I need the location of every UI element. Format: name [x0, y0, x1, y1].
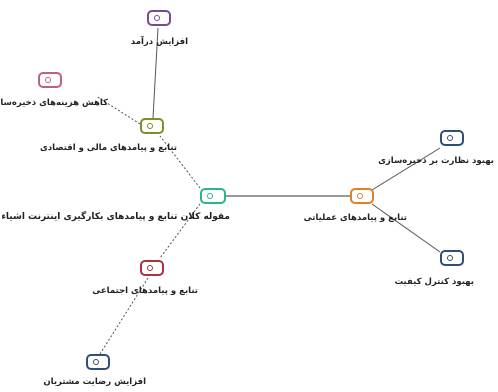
node-social-label: تنابع و پیامدهای اجتماعی [92, 286, 198, 296]
node-quality-dot [447, 255, 453, 261]
node-revenue-label: افزایش درآمد [130, 37, 188, 47]
node-ops-label: تنابع و پیامدهای عملیاتی [303, 213, 407, 223]
edge-central-social [159, 203, 201, 259]
node-social[interactable] [140, 260, 164, 276]
node-monitor-dot [447, 135, 453, 141]
node-quality[interactable] [440, 250, 464, 266]
node-storage-label: کاهش هزینه‌های ذخیره‌سازی [0, 98, 108, 108]
node-ops[interactable] [350, 188, 374, 204]
node-storage[interactable] [38, 72, 62, 88]
node-central[interactable] [200, 188, 226, 204]
node-econ-dot [147, 123, 153, 129]
node-monitor-label: بهبود نظارت بر ذخیره‌سازی [378, 156, 494, 166]
edge-ops-quality [371, 203, 441, 253]
node-econ-label: تنابع و پیامدهای مالی و اقتصادی [39, 143, 177, 153]
node-ops-dot [357, 193, 363, 199]
node-revenue[interactable] [147, 10, 171, 26]
edge-econ-revenue [152, 27, 159, 119]
node-customer-label: افزایش رضایت مشتریان [43, 377, 146, 387]
node-monitor[interactable] [440, 130, 464, 146]
node-storage-dot [45, 77, 51, 83]
node-social-dot [147, 265, 153, 271]
node-central-label: مقوله کلان تنابع و پیامدهای بکارگیری این… [1, 212, 230, 222]
node-quality-label: بهبود کنترل کیفیت [394, 277, 474, 287]
node-central-dot [207, 193, 213, 199]
edge-central-econ [159, 135, 201, 189]
edge-econ-storage [95, 95, 141, 125]
node-revenue-dot [154, 15, 160, 21]
node-customer[interactable] [86, 354, 110, 370]
node-customer-dot [93, 359, 99, 365]
edge-social-customer [99, 277, 149, 355]
edge-ops-monitor [371, 147, 441, 191]
node-econ[interactable] [140, 118, 164, 134]
